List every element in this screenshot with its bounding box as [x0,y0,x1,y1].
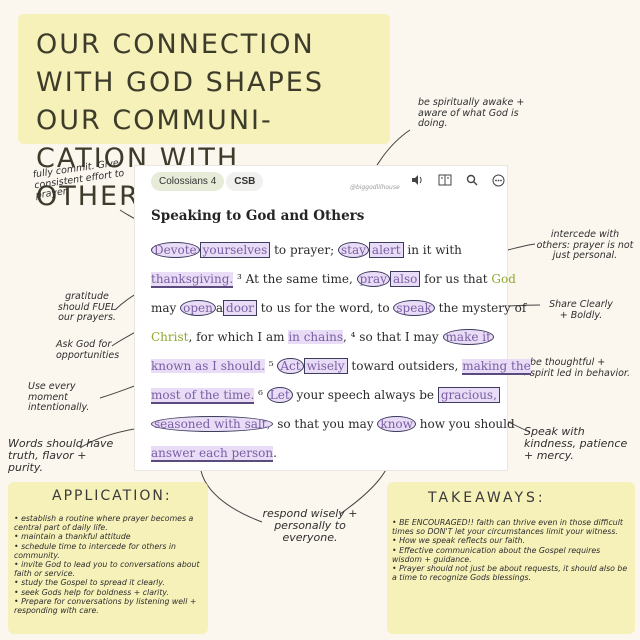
word-christ: Christ [151,330,189,344]
application-wash [8,482,208,634]
passage-line: answer each person. [151,446,486,475]
passage-line: Christ, for which I am in chains, ⁴ so t… [151,329,494,359]
word-pray: pray [356,271,390,287]
word-open: open [180,300,216,316]
text-span: how you should [415,417,515,431]
word-making-the: making the [462,359,531,375]
text-span: , for which I am [188,330,289,344]
word-stay: stay [338,242,369,258]
text-span: ⁶ [254,388,267,402]
word-let: Let [266,387,293,403]
text-span: ⁵ [264,359,278,373]
word-speak: speak [393,300,435,316]
takeaway-item: • Prayer should not just be about reques… [392,564,628,583]
note-respond-wisely: respond wisely + personally to everyone. [262,507,358,544]
takeaways-wash [387,482,635,634]
text-span: a [215,301,224,315]
book-selector[interactable]: Colossians 4 [151,172,225,191]
application-item: • schedule time to intercede for others … [14,541,176,560]
text-span: to us for the word, to [256,301,394,315]
text-span: in it with [403,243,462,257]
application-item: • Prepare for conversations by listening… [14,596,197,616]
application-title: APPLICATION: [52,488,172,504]
text-span: , ⁴ so that I may [343,330,443,344]
reader-icon[interactable] [438,174,452,190]
takeaway-item: • How we speak reflects our faith. [392,536,526,546]
text-span: the mystery of [434,301,527,315]
note-spiritually-awake: be spiritually awake + aware of what God… [418,97,525,129]
word-act: Act [277,358,304,374]
takeaways-list: • BE ENCOURAGED!! faith can thrive even … [392,518,632,582]
word-devote: Devote [151,242,200,258]
text-span: for us that [420,272,492,286]
word-in-chains: in chains [288,330,344,344]
word-door: door [223,300,257,316]
word-gracious: gracious, [437,387,500,403]
word-god: God [491,272,516,286]
version-selector[interactable]: CSB [226,172,264,191]
word-thanksgiving: thanksgiving. [151,272,234,288]
audio-icon[interactable] [411,174,424,190]
application-item: • study the Gospel to spread it clearly. [14,578,165,588]
passage-line: seasoned with salt, so that you may know… [151,416,515,446]
takeaways-title: TAKEAWAYS: [428,490,546,506]
takeaway-item: • Effective communication about the Gosp… [392,545,601,564]
note-every-moment: Use every moment intentionally. [28,381,90,413]
word-answer-each-person: answer each person [151,446,274,462]
word-alert: alert [368,242,404,258]
note-gratitude: gratitude should FUEL our prayers. [57,291,117,323]
passage-heading: Speaking to God and Others [151,208,365,224]
note-words-should: Words should have truth, flavor + purity… [8,437,114,474]
word-known-as-i-should: known as I should. [151,359,265,373]
text-span: ³ At the same time, [233,272,357,286]
more-icon[interactable] [492,174,505,190]
note-share-clearly: Share Clearly + Boldly. [549,299,613,321]
text-span: your speech always be [292,388,438,402]
text-span: . [273,446,277,460]
word-most-of-the-time: most of the time. [151,388,255,404]
word-also: also [389,271,421,287]
note-intercede: intercede with others: prayer is not jus… [536,229,634,261]
title-wash [18,14,390,144]
takeaway-item: • BE ENCOURAGED!! faith can thrive even … [392,518,623,537]
text-span: toward outsiders, [347,359,463,373]
application-item: • seek Gods help for boldness + clarity. [14,587,169,597]
search-icon[interactable] [466,174,478,190]
word-make-it: make it [442,329,494,345]
word-wisely: wisely [303,358,348,374]
passage-line: most of the time. ⁶ Let your speech alwa… [151,387,500,417]
note-ask-god: Ask God for opportunities [56,339,120,361]
text-span: so that you may [273,417,378,431]
text-span: to prayer; [270,243,338,257]
application-list: • establish a routine where prayer becom… [14,514,202,615]
bible-tabs: Colossians 4 CSB [151,172,264,191]
application-item: • invite God to lead you to conversation… [14,560,200,579]
application-item: • establish a routine where prayer becom… [14,514,194,533]
application-item: • maintain a thankful attitude [14,532,131,542]
text-span: may [151,301,181,315]
word-yourselves: yourselves [199,242,271,258]
note-thoughtful: be thoughtful + spirit led in behavior. [530,357,630,379]
word-know: know [377,416,416,432]
note-speak-kindness: Speak with kindness, patience + mercy. [524,425,628,462]
reader-toolbar [411,174,505,190]
word-seasoned-with-salt: seasoned with salt, [151,416,274,432]
watermark: @biggodlilhouse [350,184,400,191]
